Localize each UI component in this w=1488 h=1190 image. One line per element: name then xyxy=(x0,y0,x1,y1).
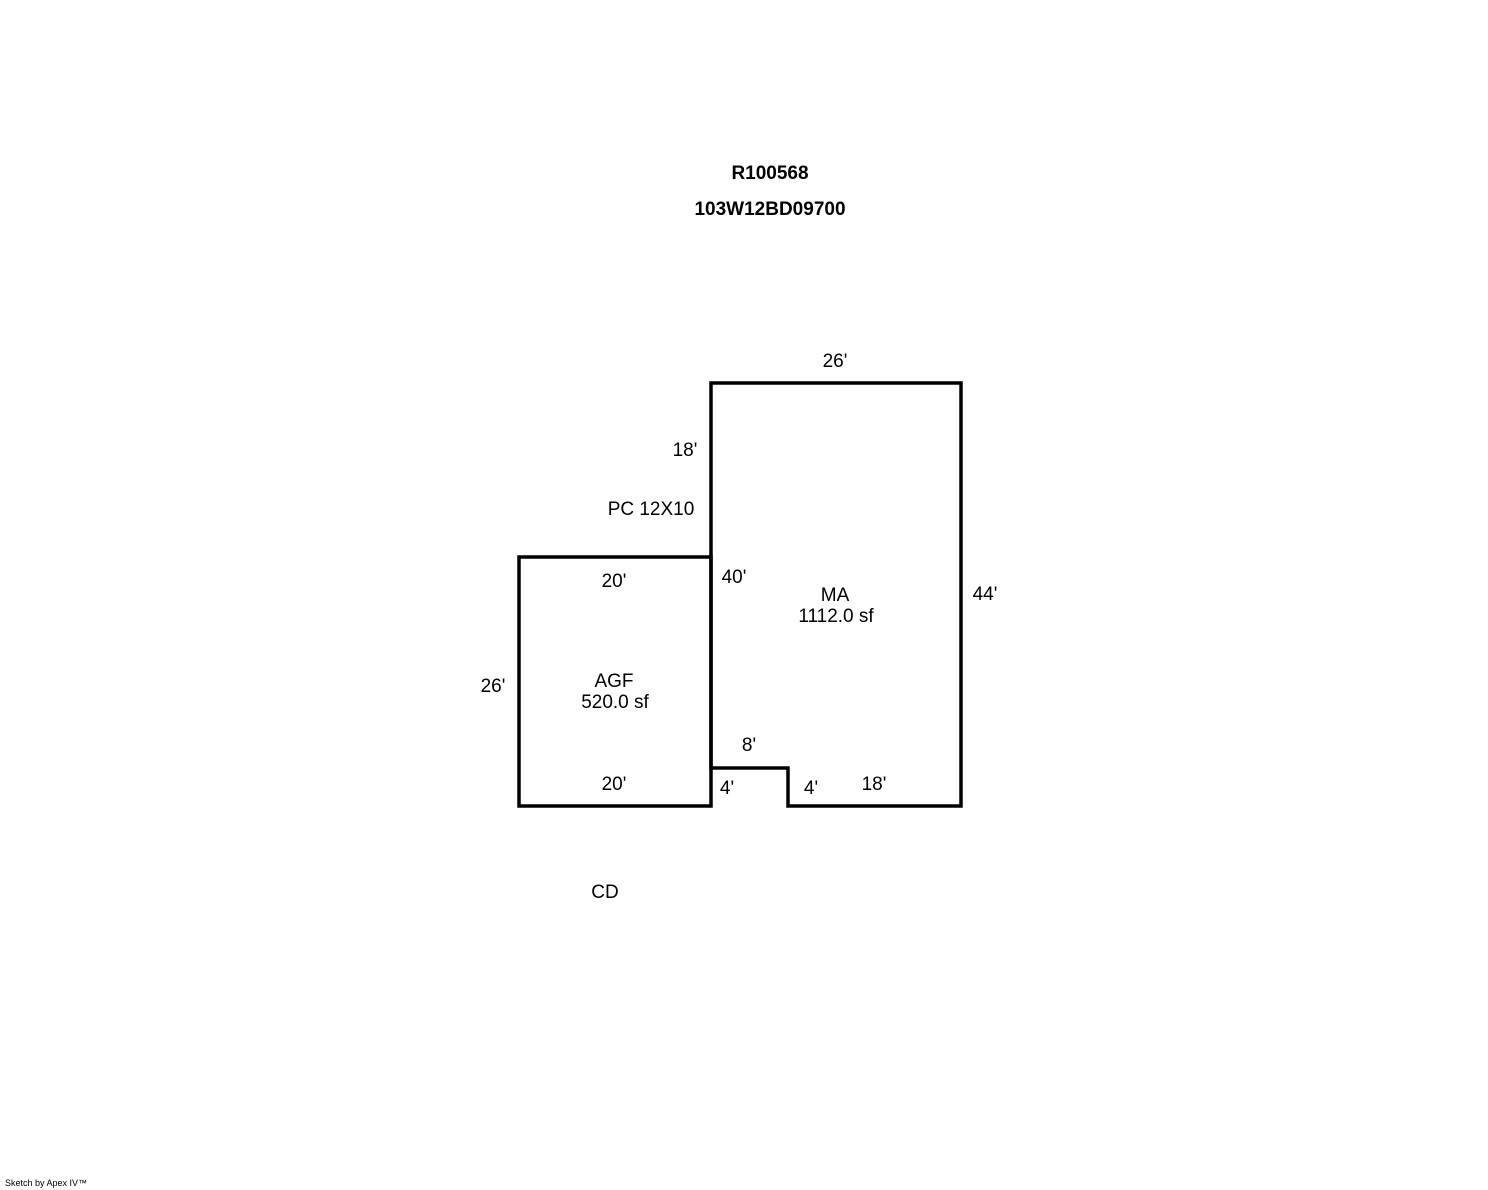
dim-notch-right: 4' xyxy=(804,778,818,799)
software-credit: Sketch by Apex IV™ xyxy=(5,1178,88,1188)
garage-area-size: 520.0 sf xyxy=(581,692,649,713)
dim-notch-left: 4' xyxy=(720,778,734,799)
dim-main-top: 26' xyxy=(823,351,848,372)
dim-main-right: 44' xyxy=(973,584,998,605)
parcel-id: R100568 xyxy=(731,163,809,184)
deck-note: CD xyxy=(591,882,618,903)
porch-note: PC 12X10 xyxy=(608,499,695,520)
garage-outline xyxy=(517,555,713,808)
dim-main-bottom: 18' xyxy=(862,774,887,795)
dim-garage-bottom: 20' xyxy=(602,774,627,795)
main-area-size: 1112.0 sf xyxy=(798,606,874,627)
main-area-code: MA xyxy=(821,585,850,606)
dim-garage-top: 20' xyxy=(602,571,627,592)
garage-area-code: AGF xyxy=(594,671,633,692)
dim-garage-left: 26' xyxy=(481,676,506,697)
dim-main-left-upper: 18' xyxy=(673,440,698,461)
map-number: 103W12BD09700 xyxy=(694,199,846,220)
dim-main-left-lower: 40' xyxy=(722,567,747,588)
dim-notch-top: 8' xyxy=(742,735,756,756)
